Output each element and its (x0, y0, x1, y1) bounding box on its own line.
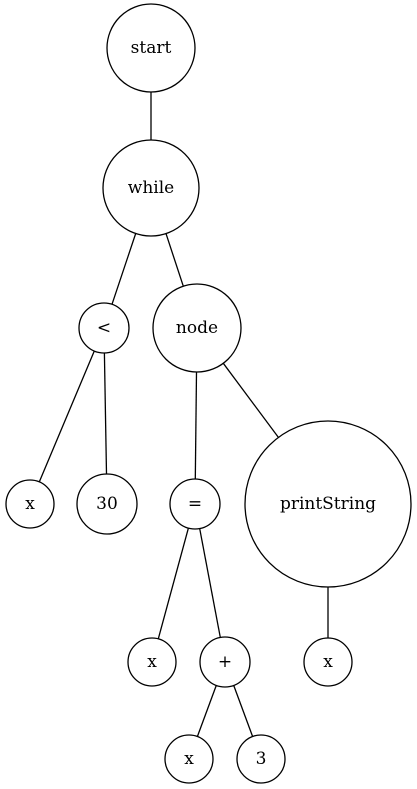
node-circle-n3 (236, 734, 286, 784)
node-circle-lt (78, 302, 130, 354)
tree-node-n3: 3 (236, 734, 286, 784)
node-circle-eq (169, 478, 221, 530)
node-label-x2: x (147, 652, 157, 672)
node-circle-n30 (76, 473, 138, 535)
node-circle-node (152, 283, 242, 373)
tree-node-start: start (106, 3, 196, 93)
tree-node-eq: = (169, 478, 221, 530)
edge-eq-x2 (157, 527, 190, 639)
tree-nodes: start while < node x 30 = printString x + x x 3 (5, 3, 412, 784)
node-circle-start (106, 3, 196, 93)
node-label-n3: 3 (256, 749, 267, 769)
edge-lt-x1 (38, 350, 95, 483)
node-circle-x4 (303, 637, 353, 687)
tree-node-node: node (152, 283, 242, 373)
node-circle-while (102, 139, 200, 237)
node-label-lt: < (97, 318, 111, 338)
node-label-start: start (131, 38, 172, 58)
edge-node-eq (194, 371, 198, 480)
node-label-n30: 30 (96, 494, 118, 514)
tree-node-n30: 30 (76, 473, 138, 535)
tree-node-x4: x (303, 637, 353, 687)
tree-node-printString: printString (244, 420, 412, 588)
edge-while-node (165, 233, 184, 287)
edge-plus-x3 (196, 685, 217, 737)
node-circle-x2 (127, 637, 177, 687)
edge-node-printString (222, 362, 279, 438)
edge-while-lt (111, 233, 137, 305)
node-circle-x3 (164, 734, 214, 784)
tree-node-while: while (102, 139, 200, 237)
edge-lt-n30 (103, 352, 108, 475)
tree-edges (38, 92, 329, 737)
node-circle-x1 (5, 479, 55, 529)
node-label-plus: + (218, 652, 232, 672)
tree-node-plus: + (199, 636, 251, 688)
node-label-x4: x (323, 652, 333, 672)
node-circle-printString (244, 420, 412, 588)
tree-node-lt: < (78, 302, 130, 354)
edge-eq-plus (199, 528, 221, 638)
node-label-printString: printString (280, 494, 376, 514)
tree-node-x2: x (127, 637, 177, 687)
node-label-node: node (176, 318, 218, 338)
tree-node-x1: x (5, 479, 55, 529)
node-circle-plus (199, 636, 251, 688)
edge-plus-n3 (233, 685, 254, 737)
tree-node-x3: x (164, 734, 214, 784)
node-label-eq: = (188, 494, 202, 514)
node-label-x3: x (184, 749, 194, 769)
node-label-x1: x (25, 494, 35, 514)
node-label-while: while (128, 178, 174, 198)
